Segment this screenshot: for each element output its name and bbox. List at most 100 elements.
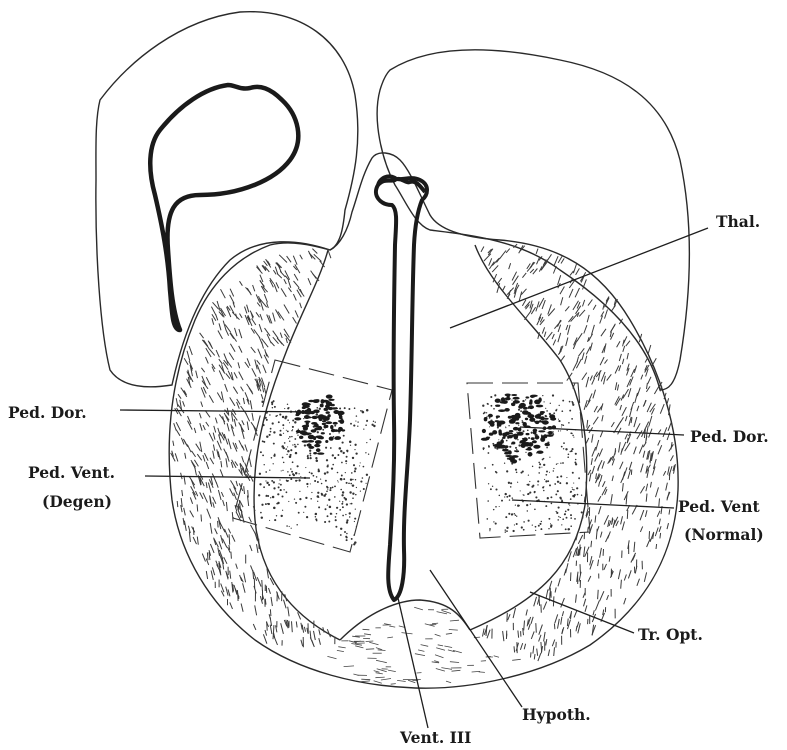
fiber-stroke (213, 451, 215, 459)
fiber-stroke (528, 624, 530, 630)
stipple-dot (340, 489, 342, 491)
stipple-dot (350, 483, 352, 485)
peduncle-fiber (316, 399, 320, 401)
peduncle-fiber (326, 395, 333, 399)
fiber-stroke (219, 541, 222, 549)
stipple-dot (345, 514, 346, 515)
stipple-dot (563, 425, 565, 427)
stipple-dot (365, 424, 367, 426)
fiber-stroke (544, 632, 546, 642)
fiber-stroke (241, 604, 243, 612)
stipple-dot (534, 492, 536, 494)
fiber-stroke (295, 310, 298, 317)
fiber-stroke (524, 644, 525, 650)
stipple-dot (560, 430, 561, 431)
fiber-stroke (621, 580, 622, 589)
fiber-stroke (554, 624, 555, 630)
stipple-dot (556, 512, 558, 514)
stipple-dot (273, 487, 275, 489)
stipple-dot (342, 491, 344, 493)
stipple-dot (298, 479, 300, 481)
stipple-dot (265, 417, 267, 419)
stipple-dot (317, 481, 319, 483)
peduncle-fiber (321, 432, 325, 434)
fiber-stroke (436, 648, 445, 651)
stipple-dot (561, 424, 563, 426)
fiber-stroke (450, 662, 459, 663)
stipple-dot (570, 491, 572, 493)
fiber-stroke (265, 630, 267, 636)
stipple-dot (487, 416, 488, 417)
fiber-stroke (277, 274, 282, 279)
fiber-stroke (224, 434, 228, 444)
fiber-stroke (197, 537, 198, 545)
stipple-dot (525, 399, 526, 400)
fiber-stroke (238, 504, 239, 509)
stipple-dot (283, 489, 284, 490)
stipple-dot (283, 428, 284, 429)
fiber-stroke (187, 445, 191, 453)
fiber-stroke (589, 473, 591, 482)
stipple-dot (575, 459, 577, 461)
fiber-stroke (421, 645, 429, 647)
fiber-stroke (292, 621, 293, 632)
fiber-stroke (628, 570, 631, 578)
fiber-stroke (644, 572, 646, 582)
fiber-stroke (178, 394, 181, 399)
stipple-dot (278, 421, 280, 423)
fiber-stroke (594, 372, 598, 379)
stipple-dot (570, 517, 572, 519)
fiber-stroke (598, 560, 599, 567)
fiber-stroke (640, 486, 644, 493)
fiber-stroke (243, 583, 246, 593)
stipple-dot (486, 412, 487, 413)
stipple-dot (286, 525, 288, 527)
peduncle-fiber (482, 429, 486, 433)
peduncle-fiber (520, 440, 526, 444)
stipple-dot (262, 424, 264, 426)
fiber-stroke (513, 608, 515, 618)
label-tr-opt: Tr. Opt. (638, 625, 703, 644)
fiber-stroke (558, 333, 561, 342)
fiber-stroke (552, 640, 555, 647)
fiber-stroke (573, 264, 576, 273)
peduncle-fiber (316, 448, 321, 452)
stipple-dot (307, 455, 309, 457)
fiber-stroke (226, 502, 227, 511)
fiber-stroke (624, 575, 626, 581)
fiber-stroke (543, 602, 546, 610)
peduncle-fiber (505, 397, 511, 400)
stipple-dot (354, 444, 356, 446)
fiber-stroke (598, 466, 599, 472)
fiber-stroke (293, 317, 297, 323)
fiber-stroke (181, 438, 184, 445)
fiber-stroke (650, 453, 651, 464)
fiber-stroke (242, 456, 244, 462)
stipple-dot (362, 410, 364, 412)
stipple-dot (295, 452, 297, 454)
fiber-stroke (531, 631, 534, 639)
stipple-dot (283, 447, 285, 449)
fiber-stroke (210, 523, 212, 534)
stipple-dot (523, 494, 524, 495)
fiber-stroke (647, 539, 651, 547)
fiber-stroke (584, 325, 587, 333)
stipple-dot (305, 497, 307, 499)
stipple-dot (352, 493, 354, 495)
fiber-stroke (210, 544, 214, 553)
fiber-stroke (271, 597, 272, 606)
stipple-dot (351, 538, 353, 540)
stipple-dot (556, 511, 557, 512)
stipple-dot (506, 440, 508, 442)
peduncle-fiber (522, 410, 529, 415)
stipple-dot (326, 459, 328, 461)
stipple-dot (316, 413, 319, 416)
fiber-stroke (258, 349, 262, 359)
stipple-dot (270, 431, 272, 433)
fiber-stroke (596, 440, 599, 451)
stipple-dot (539, 467, 541, 469)
fiber-stroke (194, 428, 196, 433)
fiber-stroke (204, 453, 208, 461)
fiber-stroke (436, 669, 445, 672)
peduncle-fiber (548, 431, 553, 434)
